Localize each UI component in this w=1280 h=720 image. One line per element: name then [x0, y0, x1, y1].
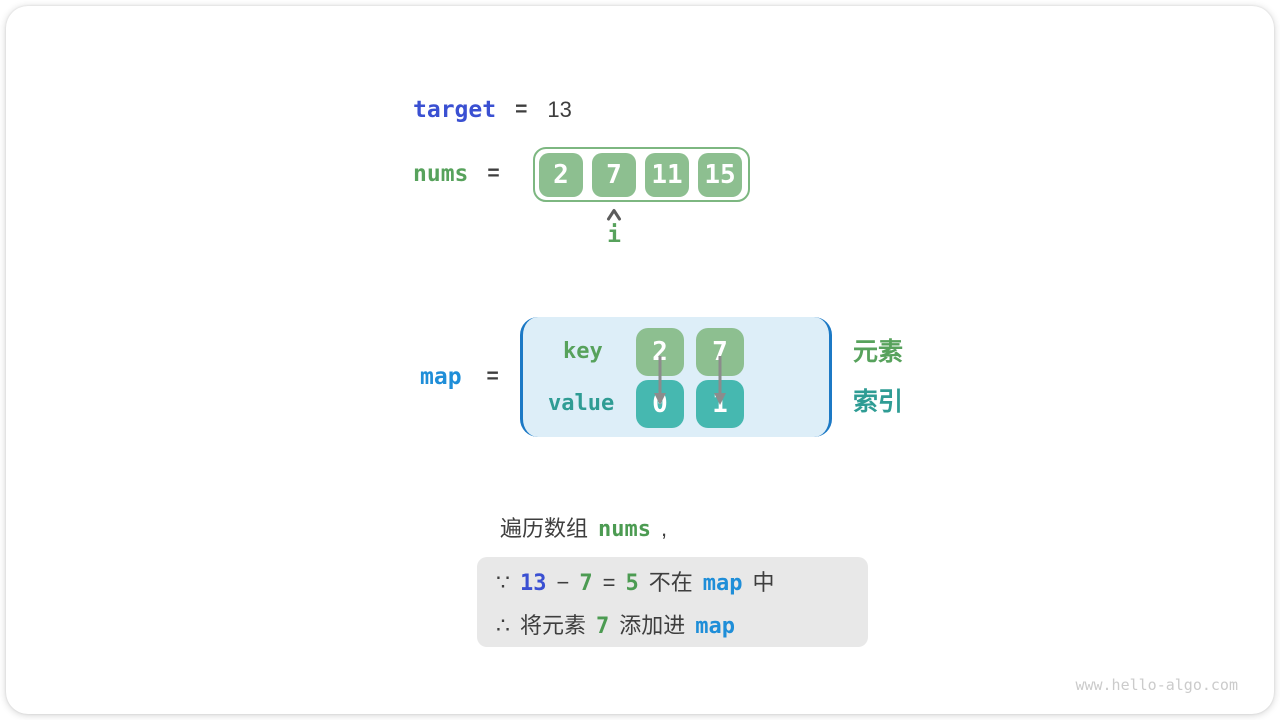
text-segment: map [702, 570, 743, 596]
note-line: ∴ 将元素 7 添加进 map [491, 608, 854, 640]
text-segment: 中 [752, 569, 775, 595]
nums-label: nums [413, 161, 469, 187]
array-cell: 2 [539, 152, 583, 197]
target-equals: = [515, 98, 528, 121]
text-segment: = [602, 569, 616, 595]
text-segment: 13 [520, 570, 547, 596]
target-value: 13 [547, 97, 572, 122]
text-segment: 7 [596, 613, 610, 639]
target-row: target = 13 [413, 96, 572, 124]
text-segment: 7 [579, 570, 593, 596]
pointer-label: i [607, 222, 621, 248]
map-value-label: value [548, 391, 615, 416]
nums-pointer: i [606, 208, 623, 248]
map-label-row: map = [420, 363, 519, 391]
text-segment: 不在 [648, 569, 693, 595]
map-key-label: key [563, 339, 603, 364]
map-key-cell: 2 [636, 328, 684, 376]
text-segment: 添加进 [619, 612, 686, 638]
map-equals: = [486, 365, 499, 388]
target-label: target [413, 97, 497, 123]
array-cell: 11 [645, 152, 689, 197]
map-key-cell: 7 [696, 328, 744, 376]
map-value-cell: 1 [696, 380, 744, 428]
text-segment: 将元素 [520, 612, 587, 638]
text-segment: ∴ [496, 612, 510, 638]
caret-up-icon [607, 209, 621, 221]
map-label: map [420, 364, 462, 390]
text-segment: map [695, 613, 736, 639]
array-cell: 15 [698, 152, 742, 197]
text-segment: ∵ [496, 569, 510, 595]
map-side-label-index: 索引 [853, 388, 904, 416]
text-segment: 遍历数组 [500, 516, 589, 541]
nums-label-row: nums = [413, 160, 520, 188]
array-cell: 7 [592, 152, 636, 197]
map-value-cell: 0 [636, 380, 684, 428]
text-segment: nums [598, 517, 651, 542]
watermark: www.hello-algo.com [1075, 676, 1238, 694]
caption: 遍历数组 nums, [495, 511, 672, 543]
map-side-label-element: 元素 [853, 338, 904, 366]
note-line: ∵ 13−7 = 5 不在 map 中 [491, 565, 854, 597]
text-segment: − [556, 569, 570, 595]
text-segment: , [661, 516, 668, 541]
text-segment: 5 [625, 570, 639, 596]
nums-equals: = [487, 162, 500, 185]
